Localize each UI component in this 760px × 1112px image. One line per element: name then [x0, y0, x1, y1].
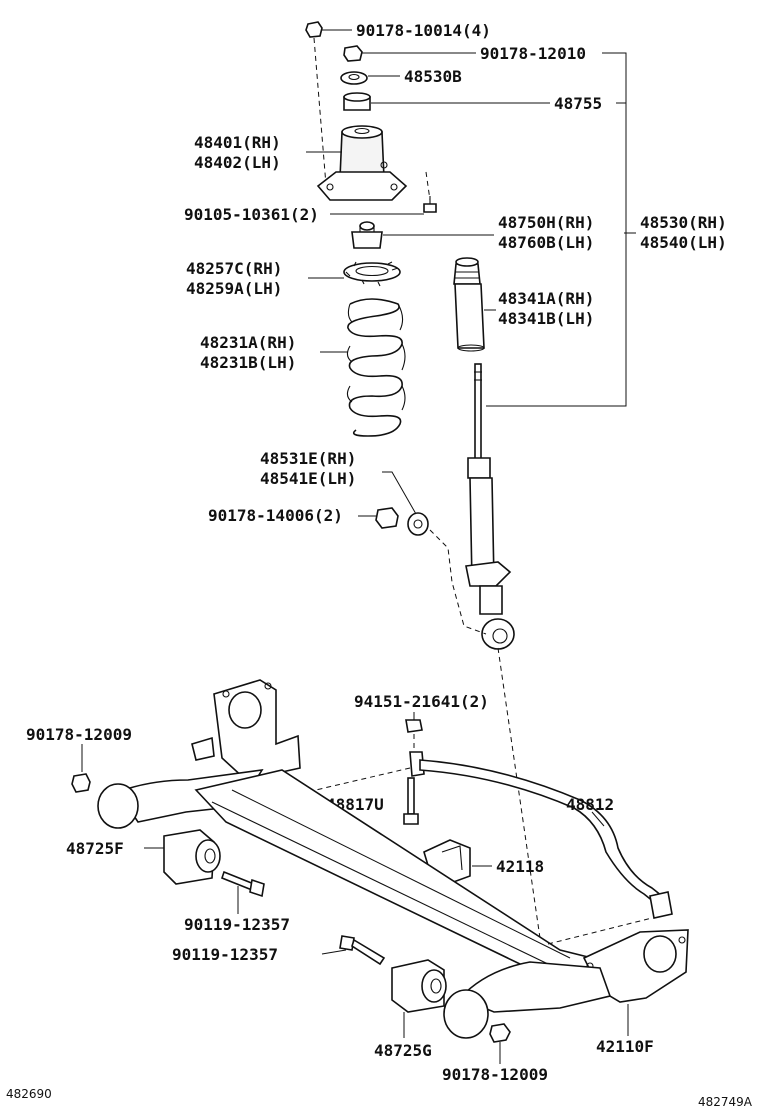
shock-absorber: [465, 363, 515, 650]
label-90178-14006: 90178-14006(2): [208, 506, 343, 525]
footer-right-code: 482749A: [698, 1095, 753, 1109]
coil-spring-48231: [346, 298, 406, 437]
label-48541e: 48541E(LH): [260, 469, 356, 488]
label-48231b: 48231B(LH): [200, 353, 296, 372]
bushing-48725g: [391, 959, 447, 1013]
label-48259a: 48259A(LH): [186, 279, 282, 298]
label-48341a: 48341A(RH): [498, 289, 594, 308]
label-48341b: 48341B(LH): [498, 309, 594, 328]
label-48530: 48530(RH): [640, 213, 727, 232]
stabilizer-bar-48812: [409, 751, 673, 919]
label-90105-10361: 90105-10361(2): [184, 205, 319, 224]
bolt-90119-12357-b: [339, 935, 386, 966]
label-48812: 48812: [566, 795, 614, 814]
label-90178-12009-top: 90178-12009: [26, 725, 132, 744]
link-48817u: [403, 777, 419, 825]
label-48750h: 48750H(RH): [498, 213, 594, 232]
label-42110f: 42110F: [596, 1037, 654, 1056]
rear-axle-beam-42110f: [97, 679, 689, 1039]
footer-left-code: 482690: [6, 1087, 52, 1101]
label-48540: 48540(LH): [640, 233, 727, 252]
label-90119-12357-a: 90119-12357: [184, 915, 290, 934]
nut-90178-14006: [375, 507, 399, 529]
label-90119-12357-b: 90119-12357: [172, 945, 278, 964]
bump-stopper-48341: [453, 257, 485, 352]
label-90178-12010: 90178-12010: [480, 44, 586, 63]
label-48755: 48755: [554, 94, 602, 113]
label-94151-21641: 94151-21641(2): [354, 692, 489, 711]
label-48257c: 48257C(RH): [186, 259, 282, 278]
label-48725g: 48725G: [374, 1041, 432, 1060]
washer-48531e: [407, 512, 429, 536]
label-48402: 48402(LH): [194, 153, 281, 172]
label-48231a: 48231A(RH): [200, 333, 296, 352]
nut-90178-12009-top: [71, 773, 91, 793]
nut-90178-12010: [343, 45, 363, 62]
nut-94151-21641: [405, 719, 423, 733]
bolt-90119-12357-a: [221, 870, 265, 898]
nut-90178-10014: [305, 21, 323, 38]
support-48401-48402: [316, 125, 408, 201]
label-48725f: 48725F: [66, 839, 124, 858]
nut-90178-12009-bottom: [489, 1023, 511, 1043]
stopper-48750h-48760b: [351, 221, 383, 249]
label-48530b: 48530B: [404, 67, 462, 86]
bushing-48725f: [163, 829, 221, 885]
bolt-90105-10361: [423, 196, 437, 213]
label-90178-12009-bottom: 90178-12009: [442, 1065, 548, 1084]
washer-48530b: [340, 71, 368, 85]
label-48760b: 48760B(LH): [498, 233, 594, 252]
label-90178-10014: 90178-10014(4): [356, 21, 491, 40]
collar-48755: [343, 92, 371, 111]
label-42118: 42118: [496, 857, 544, 876]
label-48401: 48401(RH): [194, 133, 281, 152]
spring-seat-48257c: [343, 261, 401, 287]
label-48531e: 48531E(RH): [260, 449, 356, 468]
